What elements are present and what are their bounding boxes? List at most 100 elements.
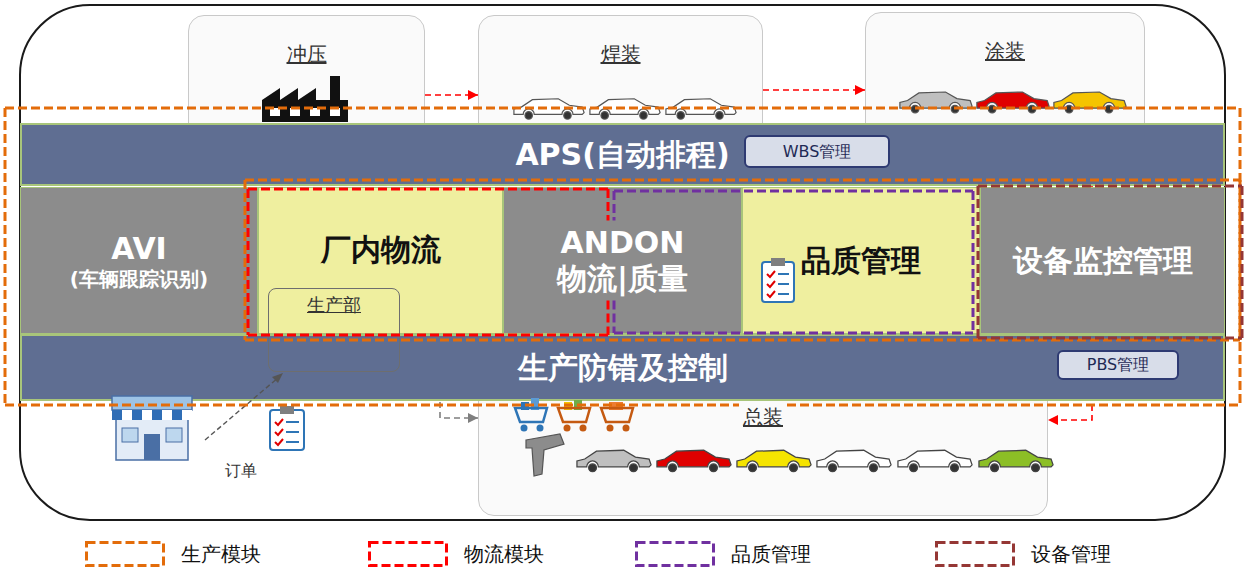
store-door bbox=[144, 434, 160, 460]
module-outline bbox=[613, 301, 616, 334]
order-clipboard-icon bbox=[270, 406, 304, 450]
store-awning bbox=[152, 410, 162, 420]
car-icon bbox=[737, 450, 811, 471]
module-box: 厂内物流 bbox=[258, 187, 503, 334]
clipboard-lines bbox=[286, 422, 299, 442]
module-outline bbox=[245, 179, 1240, 182]
legend-swatch bbox=[935, 541, 1015, 567]
flow-connector bbox=[425, 94, 478, 96]
node-label: 厂内物流 bbox=[321, 232, 441, 268]
legend-swatch bbox=[368, 541, 448, 567]
node-label: 设备监控管理 bbox=[1013, 243, 1193, 279]
module-outline bbox=[978, 337, 1242, 340]
tag-box: PBS管理 bbox=[1057, 350, 1179, 380]
node-label: 生产防错及控制 bbox=[518, 350, 728, 386]
clipboard-clip bbox=[771, 258, 785, 266]
factory-building bbox=[262, 88, 348, 122]
legend-swatch-outline bbox=[87, 543, 164, 566]
clipboard-lines bbox=[778, 274, 789, 294]
cart-basket bbox=[558, 408, 590, 422]
car-icon bbox=[657, 450, 731, 471]
module-outline bbox=[613, 191, 616, 221]
car-icon bbox=[577, 450, 651, 471]
node-label: WBS管理 bbox=[783, 142, 852, 161]
legend-label: 物流模块 bbox=[464, 542, 544, 566]
node-label: (车辆跟踪识别) bbox=[70, 267, 208, 291]
cart-wheel bbox=[607, 425, 614, 432]
module-outline bbox=[614, 190, 973, 193]
clipboard-board bbox=[270, 410, 304, 450]
module-outline bbox=[1239, 180, 1242, 340]
car-icon bbox=[979, 450, 1053, 471]
clipboard-checks bbox=[275, 419, 283, 445]
store-awning bbox=[132, 410, 142, 420]
legend-item: 品质管理 bbox=[635, 541, 811, 567]
factory-chimney bbox=[330, 76, 340, 102]
store-body bbox=[116, 410, 188, 460]
legend-item: 生产模块 bbox=[85, 541, 261, 567]
tag-box: WBS管理 bbox=[744, 135, 890, 168]
store-sign bbox=[112, 396, 192, 410]
module-outline bbox=[1241, 186, 1244, 338]
car-icon bbox=[900, 92, 972, 113]
legend-swatch-outline bbox=[370, 543, 447, 566]
cart-wheel bbox=[580, 425, 587, 432]
order-arrow-head bbox=[272, 373, 283, 383]
cart-wheel bbox=[564, 425, 571, 432]
node-label: 品质管理 bbox=[801, 243, 921, 279]
clipboard-clip bbox=[280, 406, 294, 414]
module-outline bbox=[972, 191, 975, 333]
module-outline bbox=[614, 332, 973, 335]
legend-swatch bbox=[635, 541, 715, 567]
node-label: AVI bbox=[111, 231, 167, 267]
node-label: 焊装 bbox=[601, 42, 641, 66]
car-icon bbox=[817, 450, 891, 471]
legend-label: 设备管理 bbox=[1031, 542, 1111, 566]
legend-item: 物流模块 bbox=[368, 541, 544, 567]
node-label: 生产部 bbox=[307, 294, 361, 316]
store-awning bbox=[162, 410, 172, 420]
node-label: ANDON 物流|质量 bbox=[538, 225, 708, 297]
department-box: 生产部 bbox=[268, 288, 400, 372]
node-label: 冲压 bbox=[287, 42, 327, 66]
module-outline bbox=[248, 188, 608, 191]
module-box: 设备监控管理 bbox=[980, 187, 1225, 334]
factory-icon bbox=[262, 76, 348, 122]
store-awning bbox=[122, 410, 132, 420]
module-outline bbox=[1239, 108, 1242, 405]
legend-swatch-outline bbox=[937, 543, 1014, 566]
quality-clipboard-icon bbox=[762, 258, 794, 302]
cart-basket bbox=[601, 408, 633, 422]
module-outline bbox=[787, 404, 1240, 407]
plant-outline bbox=[20, 5, 1225, 520]
module-outline bbox=[5, 404, 739, 407]
module-outline bbox=[607, 301, 610, 336]
module-outline bbox=[4, 108, 7, 405]
module-outline bbox=[978, 185, 1242, 188]
system-band: 生产防错及控制 PBS管理 bbox=[20, 334, 1225, 401]
module-outline bbox=[607, 189, 610, 221]
node-label: APS(自动排程) bbox=[515, 137, 729, 173]
system-band: APS(自动排程) WBS管理 bbox=[20, 123, 1225, 186]
flow-connector bbox=[763, 89, 865, 91]
cart-wheel bbox=[537, 425, 544, 432]
cart-basket bbox=[515, 408, 547, 422]
module-outline bbox=[5, 107, 1240, 110]
car-icon bbox=[898, 450, 972, 471]
car-icon bbox=[514, 99, 584, 119]
label-holder: 订单 bbox=[225, 461, 257, 480]
module-box: ANDON 物流|质量 bbox=[503, 187, 742, 334]
store-awning bbox=[142, 410, 152, 420]
scanner-icon bbox=[526, 434, 564, 476]
legend-label: 生产模块 bbox=[181, 542, 261, 566]
car-icon bbox=[977, 92, 1049, 113]
clipboard-board bbox=[762, 262, 794, 302]
store-awning bbox=[172, 410, 182, 420]
clipboard-checks bbox=[767, 271, 775, 297]
legend-label: 品质管理 bbox=[731, 542, 811, 566]
annotation-label: 订单 bbox=[225, 461, 257, 480]
order-leader bbox=[205, 377, 279, 440]
module-outline bbox=[977, 186, 980, 338]
store-awning bbox=[182, 410, 192, 420]
